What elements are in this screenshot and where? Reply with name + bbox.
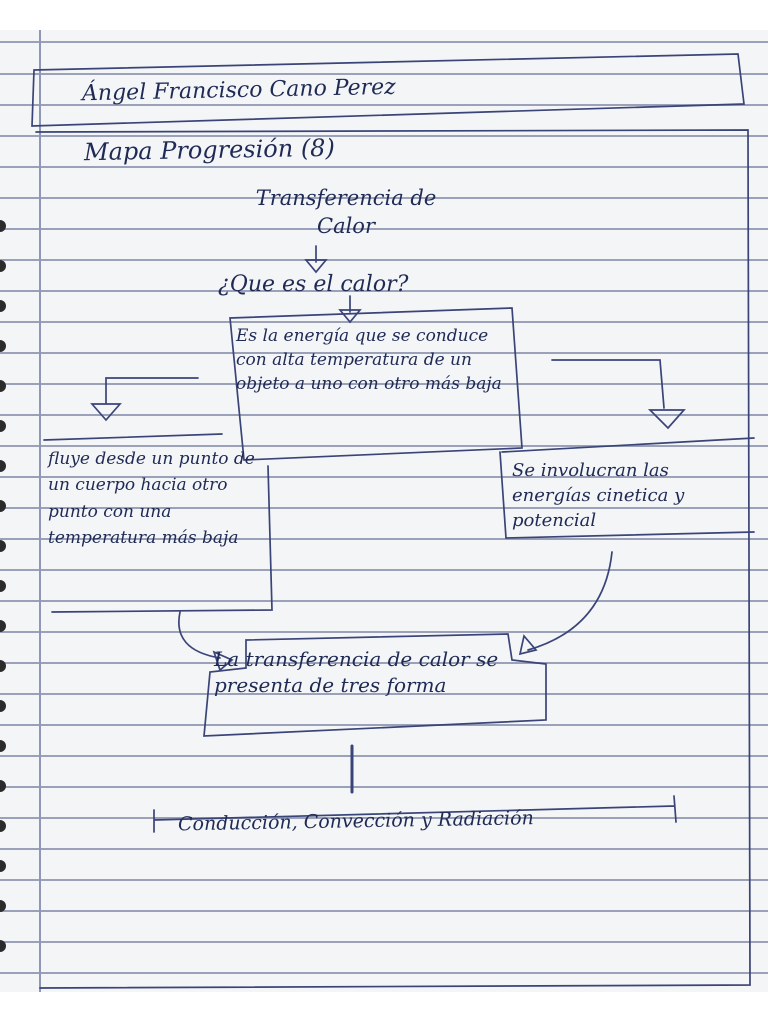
binder-hole bbox=[0, 460, 6, 472]
binder-hole bbox=[0, 860, 6, 872]
topic-node: Transferencia de Calor bbox=[255, 186, 437, 239]
arrow-right-to-middle bbox=[518, 551, 613, 656]
arrow-left-to-middle bbox=[178, 611, 234, 672]
left-node: fluye desde un punto de un cuerpo hacia … bbox=[48, 449, 255, 549]
binder-hole bbox=[0, 780, 6, 792]
page-frame-outline bbox=[35, 129, 751, 989]
middle-node-outline bbox=[203, 633, 547, 737]
binder-hole bbox=[0, 940, 6, 952]
definition-box-outline bbox=[229, 307, 523, 461]
binder-hole bbox=[0, 220, 6, 232]
binder-hole bbox=[0, 500, 6, 512]
arrow-left-branch bbox=[90, 377, 199, 422]
name-box-outline bbox=[31, 53, 745, 127]
binder-hole bbox=[0, 740, 6, 752]
binder-hole bbox=[0, 340, 6, 352]
binder-hole bbox=[0, 380, 6, 392]
binder-hole bbox=[0, 620, 6, 632]
bottom-node-bracket bbox=[153, 795, 677, 833]
binder-hole bbox=[0, 660, 6, 672]
arrow-right-branch bbox=[551, 359, 686, 430]
arrow-topic-question bbox=[304, 245, 328, 274]
binder-hole bbox=[0, 900, 6, 912]
right-node: Se involucran las energías cinetica y po… bbox=[512, 460, 685, 532]
page-title: Mapa Progresión (8) bbox=[83, 133, 336, 167]
binder-hole bbox=[0, 260, 6, 272]
definition-node: Es la energía que se conduce con alta te… bbox=[236, 326, 502, 395]
binder-hole bbox=[0, 700, 6, 712]
question-node: ¿Que es el calor? bbox=[218, 272, 409, 297]
left-node-outline bbox=[43, 433, 273, 613]
arrow-question-definition bbox=[338, 295, 362, 324]
page-bottom-margin bbox=[0, 992, 768, 1024]
binder-holes bbox=[0, 30, 8, 992]
binder-hole bbox=[0, 300, 6, 312]
binder-hole bbox=[0, 580, 6, 592]
right-node-outline bbox=[499, 437, 755, 539]
binder-hole bbox=[0, 820, 6, 832]
binder-hole bbox=[0, 540, 6, 552]
middle-node: La transferencia de calor se presenta de… bbox=[214, 647, 499, 697]
binder-hole bbox=[0, 420, 6, 432]
notebook-page bbox=[0, 30, 768, 992]
